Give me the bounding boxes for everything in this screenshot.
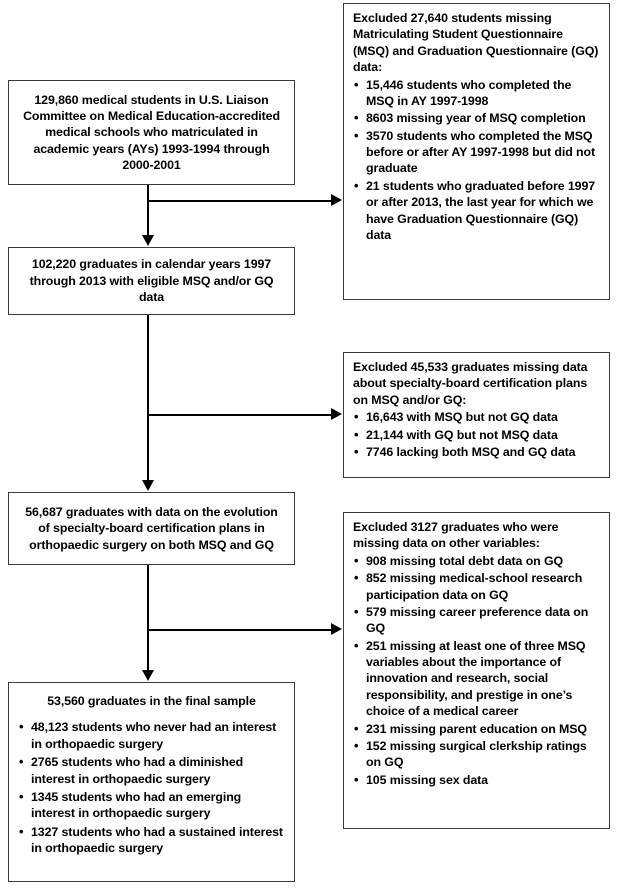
connector-cohort2-to-excluded2 <box>147 414 335 416</box>
node-cohort1: 129,860 medical students in U.S. Liaison… <box>8 80 295 185</box>
list-item: 21 students who graduated before 1997 or… <box>353 177 600 244</box>
arrow-cohort1-to-excluded1 <box>331 194 342 206</box>
list-item: 579 missing career preference data on GQ <box>353 603 600 637</box>
list-item: 152 missing surgical clerkship ratings o… <box>353 737 600 771</box>
list-item: 21,144 with GQ but not MSQ data <box>353 425 600 443</box>
list-item: 105 missing sex data <box>353 771 600 789</box>
arrow-cohort2-to-excluded2 <box>331 408 342 420</box>
node-excluded3: Excluded 3127 graduates who were missing… <box>343 512 610 829</box>
node-excluded1-title: Excluded 27,640 students missing Matricu… <box>353 11 599 75</box>
connector-cohort3-to-excluded3 <box>147 629 335 631</box>
list-item: 7746 lacking both MSQ and GQ data <box>353 443 600 461</box>
node-cohort2: 102,220 graduates in calendar years 1997… <box>8 247 295 315</box>
connector-cohort2-stem <box>147 315 149 483</box>
node-final-sample: 53,560 graduates in the final sample 48,… <box>8 682 295 882</box>
list-item: 1345 students who had an emerging intere… <box>18 788 285 822</box>
connector-cohort1-stem <box>147 185 149 238</box>
list-item: 15,446 students who completed the MSQ in… <box>353 76 600 110</box>
node-excluded3-title: Excluded 3127 graduates who were missing… <box>353 520 559 551</box>
arrow-cohort2-to-cohort3 <box>142 480 154 491</box>
list-item: 1327 students who had a sustained intere… <box>18 823 285 857</box>
node-excluded1: Excluded 27,640 students missing Matricu… <box>343 3 610 300</box>
node-cohort3-title: 56,687 graduates with data on the evolut… <box>25 504 278 552</box>
node-excluded2-title: Excluded 45,533 graduates missing data a… <box>353 360 588 407</box>
arrow-cohort3-to-final <box>142 670 154 681</box>
arrow-cohort1-to-cohort2 <box>142 235 154 246</box>
node-cohort1-title: 129,860 medical students in U.S. Liaison… <box>23 92 280 173</box>
node-cohort3: 56,687 graduates with data on the evolut… <box>8 492 295 565</box>
node-excluded2-list: 16,643 with MSQ but not GQ data 21,144 w… <box>353 408 600 461</box>
list-item: 852 missing medical-school research part… <box>353 569 600 603</box>
node-cohort2-title: 102,220 graduates in calendar years 1997… <box>29 257 274 305</box>
list-item: 48,123 students who never had an interes… <box>18 718 285 752</box>
node-excluded1-list: 15,446 students who completed the MSQ in… <box>353 76 600 244</box>
list-item: 2765 students who had a diminished inter… <box>18 753 285 787</box>
list-item: 16,643 with MSQ but not GQ data <box>353 408 600 426</box>
connector-cohort3-stem <box>147 565 149 673</box>
list-item: 251 missing at least one of three MSQ va… <box>353 637 600 720</box>
connector-cohort1-to-excluded1 <box>147 200 335 202</box>
list-item: 908 missing total debt data on GQ <box>353 552 600 570</box>
list-item: 3570 students who completed the MSQ befo… <box>353 127 600 177</box>
node-final-sample-title: 53,560 graduates in the final sample <box>47 694 256 708</box>
node-excluded3-list: 908 missing total debt data on GQ 852 mi… <box>353 552 600 789</box>
arrow-cohort3-to-excluded3 <box>331 623 342 635</box>
list-item: 231 missing parent education on MSQ <box>353 719 600 737</box>
list-item: 8603 missing year of MSQ completion <box>353 109 600 127</box>
node-excluded2: Excluded 45,533 graduates missing data a… <box>343 352 610 478</box>
node-final-sample-list: 48,123 students who never had an interes… <box>18 718 285 857</box>
